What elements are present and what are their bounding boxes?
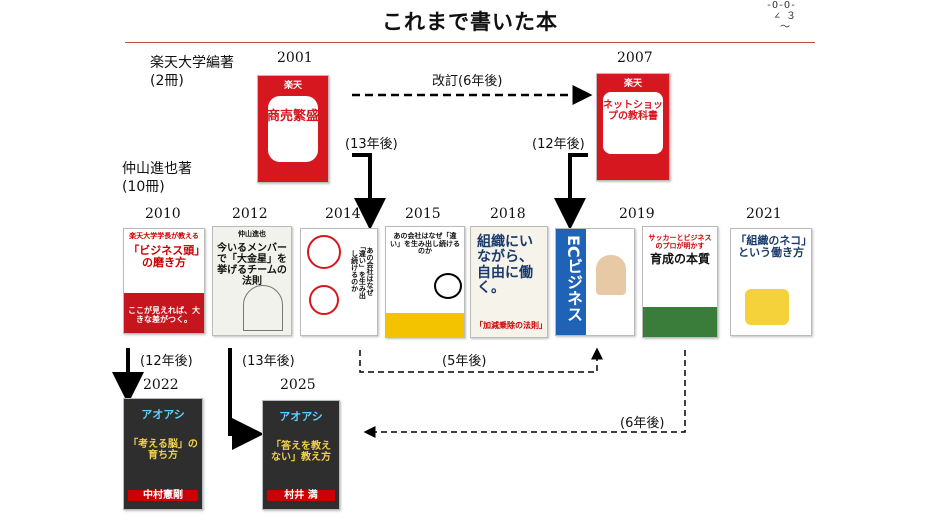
- book-cover-2022: アオアシ 「考える脳」の育ち方 中村憲剛: [123, 398, 203, 510]
- book-cover-2001: 楽天 商売繁盛: [257, 75, 329, 183]
- book-cover-2010: 楽天大学学長が教える 「ビジネス頭」の磨き方 ここが見えれば、大きな差がつく。: [123, 228, 205, 334]
- book-cover-2015: あの会社はなぜ「違い」を生み出し続けるのか: [385, 226, 465, 338]
- book-cover-2007: 楽天 ネットショップの教科書: [596, 73, 670, 181]
- book-cover-2019-ec: ECビジネス: [555, 228, 635, 336]
- book-cover-2014: あの会社はなぜ「違い」を生み出し続けるのか: [300, 228, 378, 336]
- book-cover-2018: 組織にいながら、自由に働く。 「加減乗除の法則」: [470, 226, 548, 338]
- book-cover-2012: 仲山進也 今いるメンバーで「大金星」を挙げるチームの法則: [212, 226, 292, 336]
- book-cover-2025: アオアシ 「答えを教えない」教え方 村井 満: [262, 400, 340, 510]
- book-cover-2019-ikusei: サッカーとビジネスのプロが明かす 育成の本質: [642, 226, 718, 338]
- book-cover-2021: 「組織のネコ」という働き方: [730, 228, 812, 336]
